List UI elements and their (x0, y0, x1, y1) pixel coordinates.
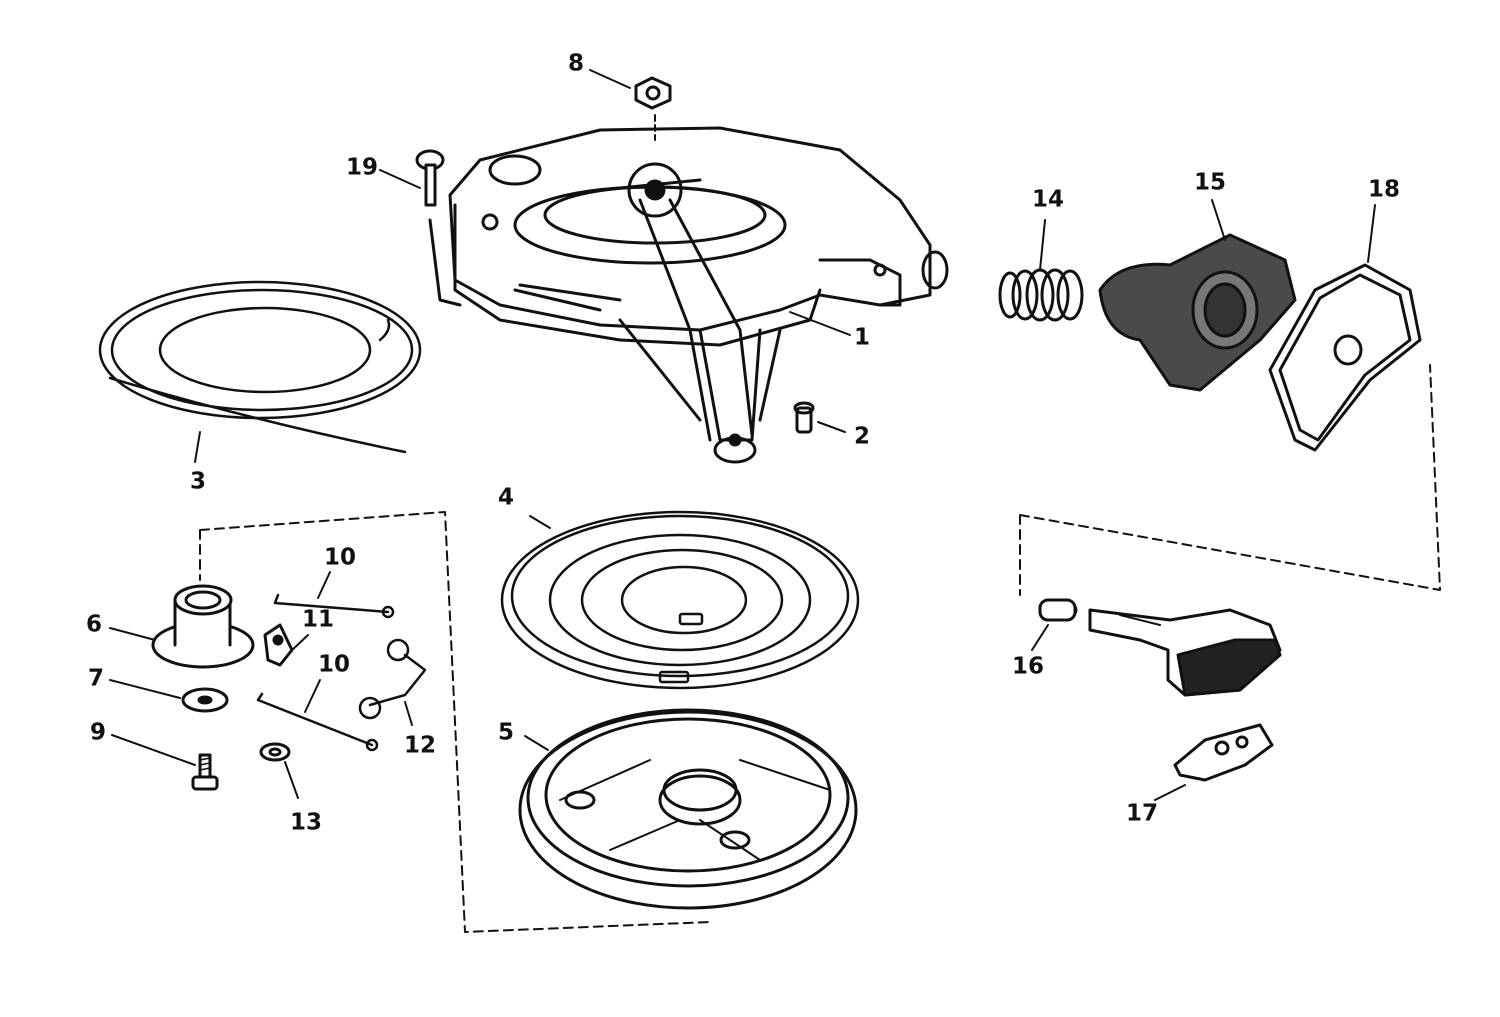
callout-15: 15 (1193, 169, 1227, 196)
assembly-outline-left (199, 511, 711, 933)
pawl-spring-upper (273, 571, 395, 619)
starter-handle (1031, 598, 1282, 697)
callout-6: 6 (85, 611, 103, 638)
screw-2 (793, 401, 846, 434)
callout-1: 1 (853, 324, 871, 351)
starter-rope (98, 280, 422, 463)
pulley-hub (109, 584, 255, 669)
callout-7: 7 (87, 665, 105, 692)
callout-8: 8 (567, 50, 585, 77)
callout-3: 3 (189, 468, 207, 495)
callout-12: 12 (403, 732, 437, 759)
pawl-11 (263, 623, 309, 667)
starter-housing (428, 126, 949, 464)
rope-guide-15 (1098, 199, 1297, 392)
washer-7 (109, 679, 229, 713)
screw-9 (111, 734, 219, 791)
spring-clip-12 (358, 638, 427, 726)
bolt-19 (379, 149, 445, 207)
callout-10-upper: 10 (323, 544, 357, 571)
callout-4: 4 (497, 484, 515, 511)
callout-17: 17 (1125, 800, 1159, 827)
retainer-17 (1154, 723, 1274, 801)
leader-1 (789, 311, 851, 336)
callout-5: 5 (497, 719, 515, 746)
cover-plate-18 (1268, 204, 1422, 452)
assembly-outline-right (1019, 364, 1441, 596)
callout-10-lower: 10 (317, 651, 351, 678)
callout-18: 18 (1367, 176, 1401, 203)
callout-13: 13 (289, 809, 323, 836)
recoil-spring (500, 510, 860, 690)
callout-9: 9 (89, 719, 107, 746)
lock-washer-13 (259, 742, 299, 799)
pawl-spring-lower (256, 679, 379, 752)
callout-16: 16 (1011, 653, 1045, 680)
handle-spring-14 (998, 219, 1084, 322)
callout-14: 14 (1031, 186, 1065, 213)
callout-2: 2 (853, 423, 871, 450)
callout-19: 19 (345, 154, 379, 181)
hex-nut-8 (589, 69, 672, 141)
callout-11: 11 (301, 606, 335, 633)
rope-pulley (518, 708, 858, 910)
